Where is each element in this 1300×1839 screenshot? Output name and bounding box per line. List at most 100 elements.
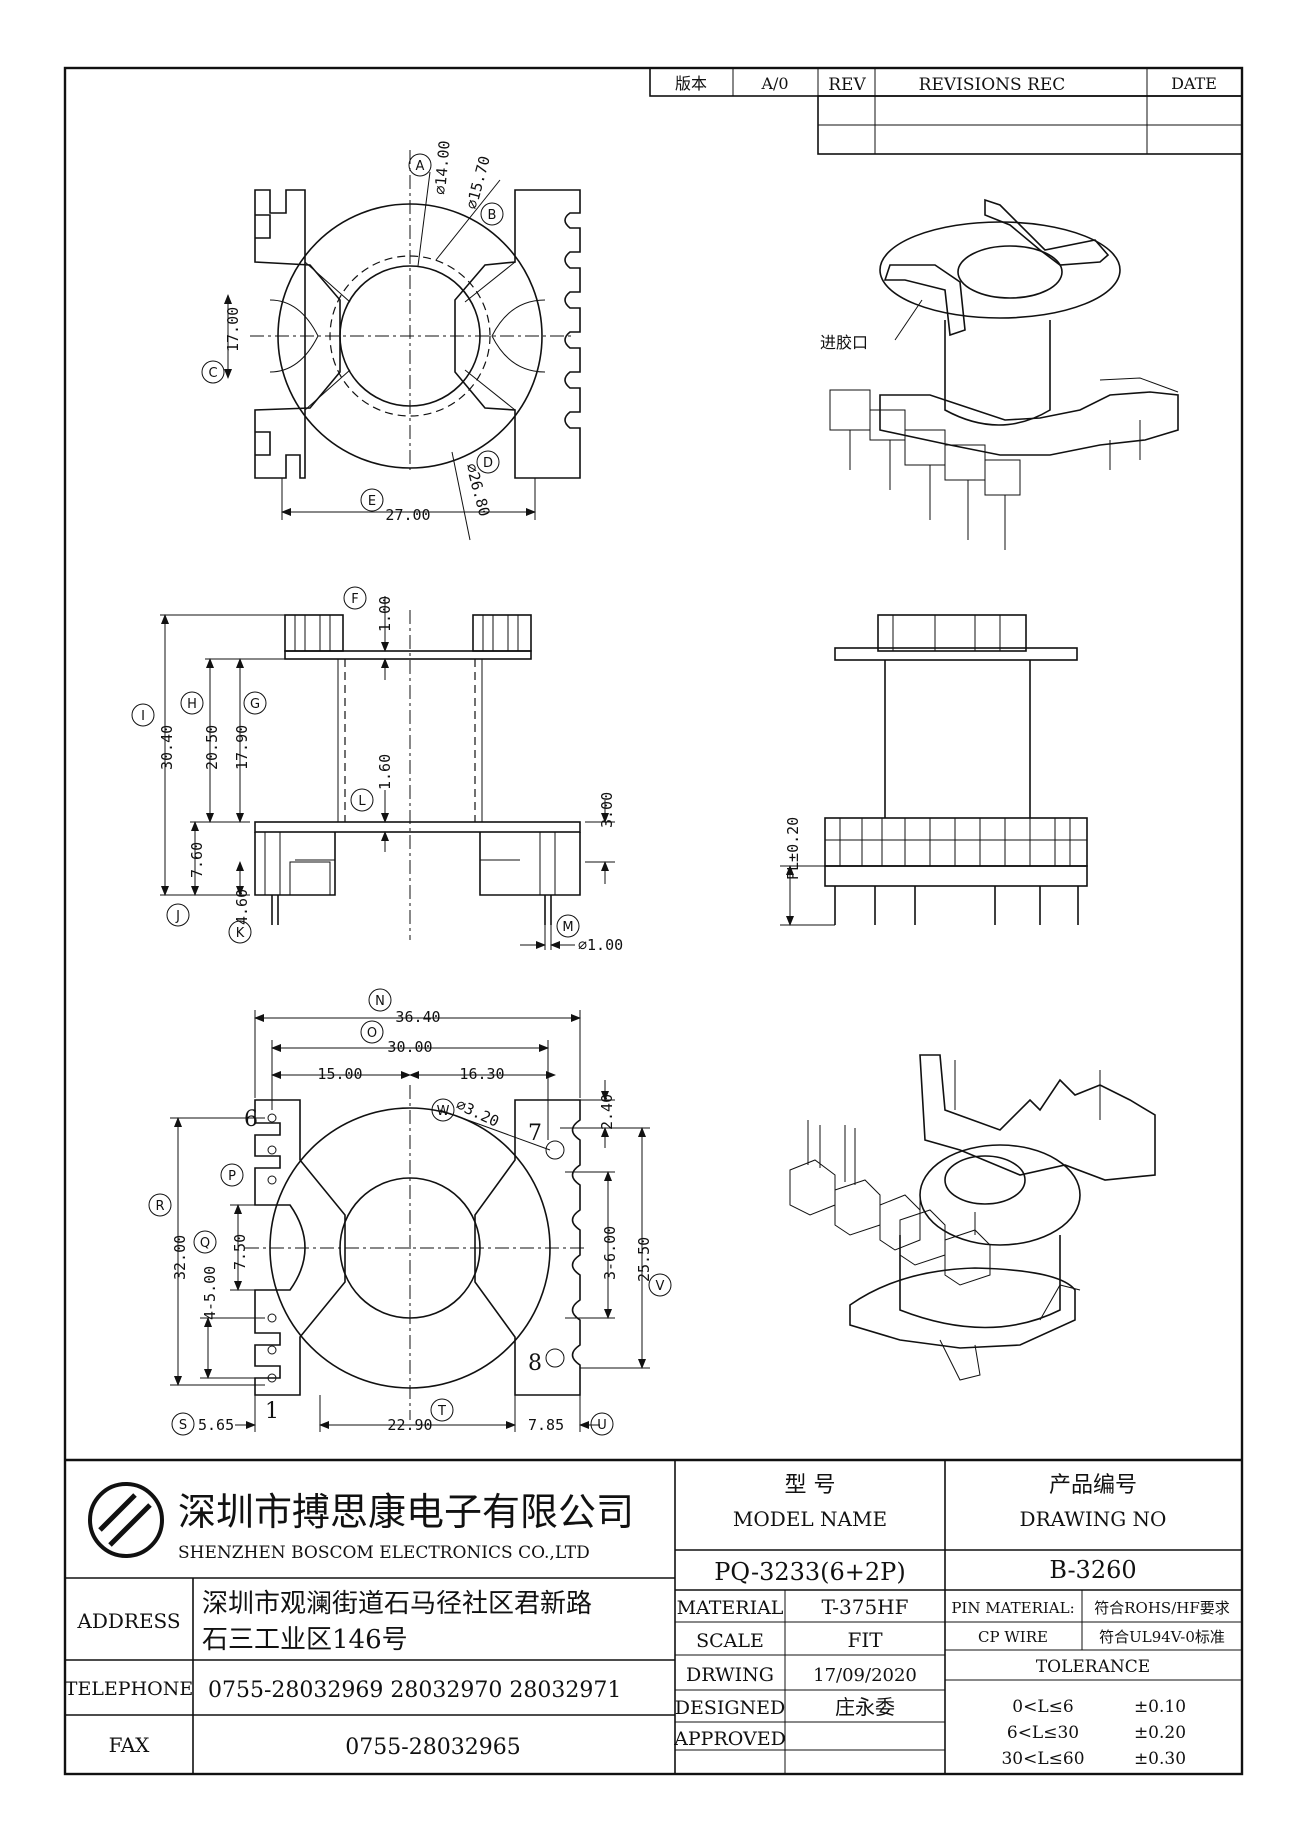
callout-s: [171, 1412, 195, 1436]
drawing-label-cn: 产品编号: [1049, 1473, 1137, 1498]
callout-j-label: J: [175, 909, 180, 924]
address-label: ADDRESS: [76, 1609, 180, 1633]
callout-k: [228, 920, 252, 944]
flange-circle: [277, 203, 543, 469]
pin-material-label: PIN MATERIAL:: [951, 1599, 1074, 1617]
dim-u-text: 7.85: [528, 1416, 564, 1434]
callout-v-label: V: [656, 1279, 665, 1294]
version-value: A/0: [760, 74, 788, 93]
dim-top-gap-text: 2.40: [598, 1094, 616, 1130]
scale-label: SCALE: [696, 1630, 764, 1652]
tolerance-value-3: ±0.30: [1134, 1749, 1186, 1769]
bottom-view: 6 7 8 1 36.40 N 30.00 O 15.00 16.30 ⌀3.2…: [148, 988, 672, 1436]
date-label: DATE: [1171, 74, 1217, 93]
fax-label: FAX: [109, 1733, 151, 1757]
tolerance-range-2: 6<L≤30: [1007, 1723, 1079, 1743]
drawing-value: B-3260: [1049, 1556, 1136, 1584]
designed-value: 庄永委: [835, 1695, 895, 1719]
gate-label: 进胶口: [820, 333, 868, 352]
cp-wire-label: CP WIRE: [978, 1628, 1048, 1646]
dim-e-text: 27.00: [385, 506, 430, 524]
material-label: MATERIAL: [677, 1597, 784, 1619]
side-view: 30.40 I 20.50 H 17.90 G 7.60 J 4.60 K 1.…: [131, 586, 623, 954]
dim-t-text: 22.90: [387, 1416, 432, 1434]
dim-l-text: 1.60: [376, 754, 394, 790]
callout-t: [430, 1398, 454, 1422]
dim-h-text: 20.50: [203, 725, 221, 770]
designed-label: DESIGNED: [675, 1697, 786, 1719]
callout-p: [220, 1163, 244, 1187]
dim-pitch-text: 3-6.00: [601, 1226, 619, 1280]
callout-r-label: R: [155, 1199, 164, 1214]
model-label-cn: 型 号: [785, 1473, 836, 1498]
left-pin-rail: [254, 1099, 346, 1396]
dim-g-text: 17.90: [233, 725, 251, 770]
dim-left-text: 15.00: [317, 1065, 362, 1083]
address-line-1: 深圳市观澜街道石马径社区君新路: [202, 1589, 592, 1619]
callout-s-label: S: [179, 1418, 187, 1433]
company-logo: [88, 1482, 164, 1558]
cp-wire-value: 符合UL94V-0标准: [1099, 1628, 1225, 1646]
drawing-date-label: DRWING: [686, 1664, 774, 1686]
callout-v: [648, 1273, 672, 1297]
callout-t-label: T: [437, 1404, 446, 1419]
dim-flange-text: 3.00: [598, 792, 616, 828]
tolerance-value-1: ±0.10: [1134, 1697, 1186, 1717]
dim-q-text: 7.50: [231, 1234, 249, 1270]
telephone-label: TELEPHONE: [65, 1678, 193, 1700]
callout-h-label: H: [187, 697, 197, 712]
dim-i-text: 30.40: [158, 725, 176, 770]
callout-u: [590, 1412, 614, 1436]
drawing-date-value: 17/09/2020: [813, 1665, 917, 1686]
left-terminal-block: [254, 189, 341, 479]
callout-m-label: M: [562, 920, 573, 935]
callout-i-label: I: [141, 709, 145, 724]
callout-g-label: G: [250, 697, 260, 712]
callout-r: [148, 1193, 172, 1217]
right-terminal-block: [454, 189, 581, 479]
callout-d: [476, 450, 500, 474]
drawing-label-en: DRAWING NO: [1020, 1507, 1167, 1531]
callout-u-label: U: [597, 1418, 607, 1433]
dim-b-text: ⌀15.70: [462, 154, 493, 211]
callout-a: [408, 153, 432, 177]
dim-s-text: 5.65: [198, 1416, 234, 1434]
callout-i: [131, 703, 155, 727]
dim-o-text: 30.00: [387, 1038, 432, 1056]
pin-1-label: 1: [265, 1399, 279, 1424]
dim-k-text: 4.60: [233, 889, 251, 925]
version-label: 版本: [675, 74, 707, 93]
callout-b: [480, 202, 504, 226]
callout-c-label: C: [208, 366, 217, 381]
dim-m-text: ⌀1.00: [578, 936, 623, 954]
callout-f-label: F: [351, 592, 358, 607]
revisions-label: REVISIONS REC: [919, 75, 1066, 95]
callout-c: [201, 360, 225, 384]
callout-l: [350, 788, 374, 812]
tolerance-value-2: ±0.20: [1134, 1723, 1186, 1743]
callout-m: [556, 914, 580, 938]
callout-e: [360, 488, 384, 512]
callout-w-label: W: [437, 1104, 450, 1119]
callout-q-label: Q: [200, 1236, 210, 1251]
dim-a-text: ⌀14.00: [431, 140, 454, 196]
revision-block: 版本 A/0 REV REVISIONS REC DATE: [649, 67, 1243, 155]
callout-n-label: N: [375, 994, 385, 1009]
isometric-bottom-right: [789, 1054, 1156, 1381]
right-pin-rail: [474, 1099, 581, 1396]
callout-w: [431, 1098, 455, 1122]
dim-r-text: 32.00: [171, 1235, 189, 1280]
isometric-top-right: 进胶口: [820, 198, 1179, 550]
pin-6-label: 6: [244, 1107, 258, 1132]
callout-k-label: K: [236, 926, 245, 941]
rev-label: REV: [828, 75, 866, 95]
dim-v-text: 25.50: [635, 1237, 653, 1282]
front-view: PL±0.20: [780, 614, 1088, 926]
callout-a-label: A: [416, 159, 425, 174]
dim-n-text: 36.40: [395, 1008, 440, 1026]
callout-b-label: B: [488, 208, 497, 223]
dim-c-text: 17.00: [224, 307, 242, 352]
tolerance-range-1: 0<L≤6: [1012, 1697, 1073, 1717]
material-value: T-375HF: [821, 1595, 908, 1619]
